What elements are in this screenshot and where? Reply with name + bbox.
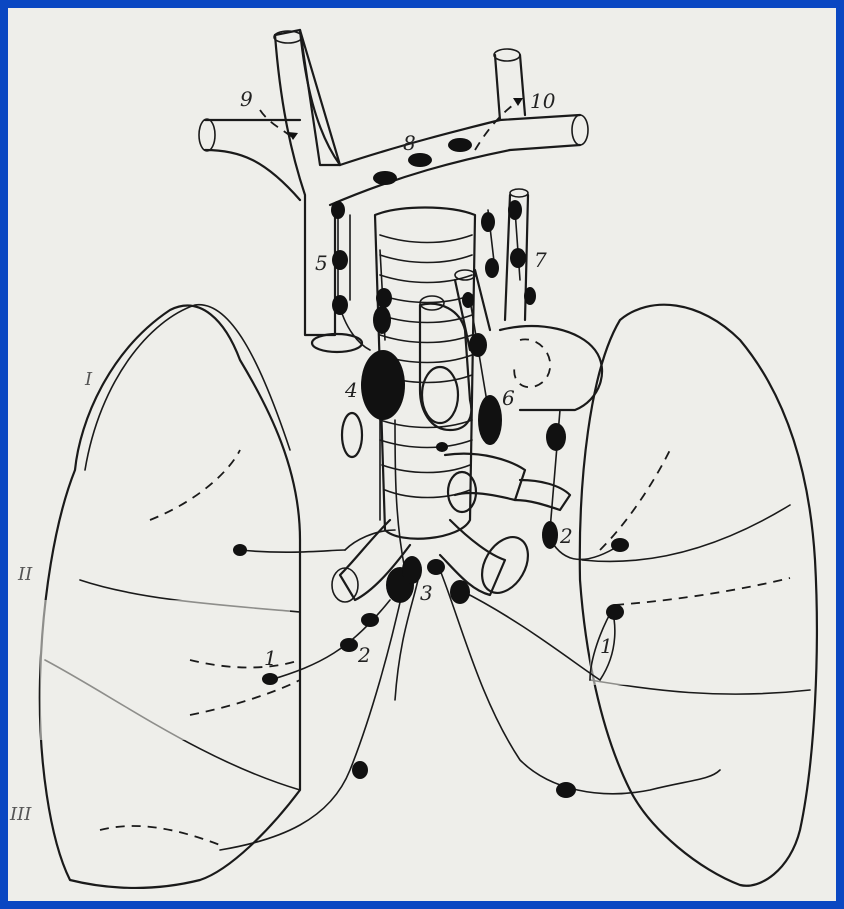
- lymph-node: [481, 212, 495, 232]
- lymph-node: [611, 538, 629, 552]
- lymph-node: [478, 395, 502, 445]
- lymph-node: [373, 306, 391, 334]
- lymph-node: [508, 200, 522, 220]
- label-9: 9: [240, 87, 253, 111]
- lymph-node: [485, 258, 499, 278]
- label-3: 3: [420, 581, 433, 605]
- left-brachiocephalic-vein: [275, 35, 335, 335]
- label-6: 6: [502, 386, 515, 410]
- lymph-node: [262, 673, 278, 685]
- lymph-node: [606, 604, 624, 620]
- zone-label-middle: II: [17, 564, 33, 585]
- label-1-right: 1: [600, 634, 613, 658]
- lymph-node: [361, 350, 405, 420]
- lymph-node: [352, 761, 368, 779]
- zone-label-upper: I: [84, 369, 93, 390]
- left-lung-inner-edge: [85, 305, 290, 470]
- label-1-left: 1: [264, 646, 277, 670]
- left-lung-outline: [40, 306, 300, 888]
- left-lung: [40, 305, 300, 888]
- lymph-node: [361, 613, 379, 627]
- lymphatic-diagram: 1 2 3 4 5 6 7 8 9 10 1 2 I II III: [8, 8, 836, 901]
- lymph-node: [376, 288, 392, 308]
- lymph-node: [524, 287, 536, 305]
- lymph-node: [427, 559, 445, 575]
- zone-label-lower: III: [9, 804, 32, 825]
- lymph-node: [436, 442, 448, 452]
- lymph-node: [556, 782, 576, 798]
- lymph-node: [331, 201, 345, 219]
- lymph-node: [450, 580, 470, 604]
- lymph-node: [448, 138, 472, 152]
- right-main-bronchus: [440, 520, 505, 595]
- label-5: 5: [315, 251, 328, 275]
- lymph-node: [332, 295, 348, 315]
- lymph-node: [462, 292, 474, 308]
- lymph-nodes: [233, 138, 629, 798]
- label-2-left: 2: [357, 643, 371, 667]
- lymph-node: [233, 544, 247, 556]
- lymph-node: [402, 556, 422, 584]
- label-7: 7: [534, 248, 547, 272]
- pulmonary-artery: [445, 454, 525, 500]
- lymph-node: [373, 171, 397, 185]
- label-8: 8: [403, 131, 416, 155]
- lymph-node: [546, 423, 566, 451]
- lymph-node: [340, 638, 358, 652]
- diagram-plate: 1 2 3 4 5 6 7 8 9 10 1 2 I II III: [8, 8, 836, 901]
- lymph-node: [332, 250, 348, 270]
- label-10: 10: [530, 89, 556, 113]
- label-4: 4: [344, 378, 358, 402]
- lymph-node: [510, 248, 526, 268]
- lymph-node: [542, 521, 558, 549]
- right-fissure-upper: [582, 505, 790, 561]
- arrow-icon: [513, 98, 523, 106]
- label-2-right: 2: [559, 524, 573, 548]
- lymph-node: [469, 333, 487, 357]
- lymph-node: [408, 153, 432, 167]
